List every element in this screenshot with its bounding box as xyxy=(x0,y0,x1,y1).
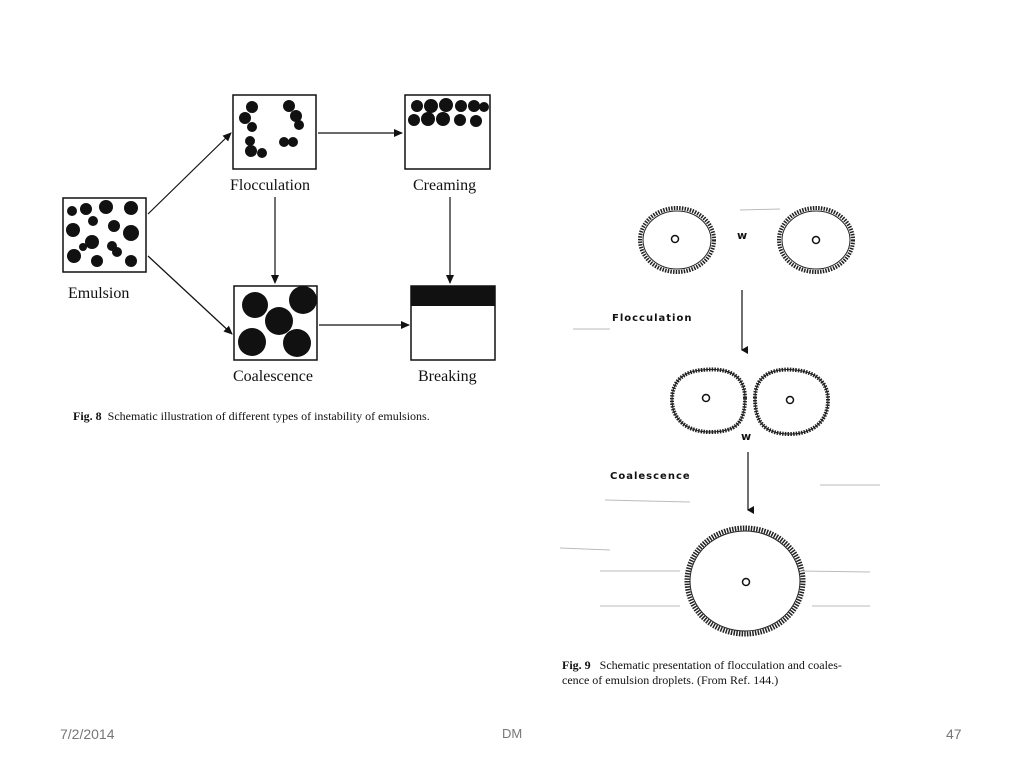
water-label-middle: w xyxy=(741,430,753,443)
emulsion-label: Emulsion xyxy=(68,285,130,302)
coalescence-label: Coalescence xyxy=(233,368,313,385)
droplet-coalesced xyxy=(684,525,806,637)
fig9-coalescence-label: Coalescence xyxy=(610,471,691,482)
flocculation-label: Flocculation xyxy=(230,177,310,194)
arrow-emulsion-coalescence xyxy=(147,255,233,335)
breaking-box xyxy=(410,285,496,361)
fig9-caption-line1: Schematic presentation of flocculation a… xyxy=(599,658,842,672)
fig9-caption-prefix: Fig. 9 xyxy=(562,658,591,672)
droplet-pair-flocculated xyxy=(669,367,831,437)
footer-page-number: 47 xyxy=(946,726,962,742)
droplet-top-left xyxy=(638,206,716,274)
footer-center: DM xyxy=(502,726,523,741)
scan-noise xyxy=(559,208,880,607)
coalescence-box xyxy=(233,285,318,361)
emulsion-box xyxy=(62,197,147,273)
arrow-emulsion-flocculation xyxy=(147,132,232,215)
fig9-caption: Fig. 9 Schematic presentation of floccul… xyxy=(562,658,842,688)
breaking-label: Breaking xyxy=(418,368,477,385)
fig8-caption-prefix: Fig. 8 xyxy=(73,409,102,423)
water-label-top: w xyxy=(737,229,749,242)
creaming-label: Creaming xyxy=(413,177,477,194)
creaming-box xyxy=(404,94,491,170)
footer-date: 7/2/2014 xyxy=(60,726,115,742)
fig8-caption: Fig. 8 Schematic illustration of differe… xyxy=(73,409,430,424)
fig9-caption-line2: cence of emulsion droplets. (From Ref. 1… xyxy=(562,673,779,687)
droplet-top-right xyxy=(777,206,855,274)
flocculation-box xyxy=(232,94,317,170)
fig8-caption-text: Schematic illustration of different type… xyxy=(107,409,430,423)
fig9-flocculation-label: Flocculation xyxy=(612,313,693,324)
